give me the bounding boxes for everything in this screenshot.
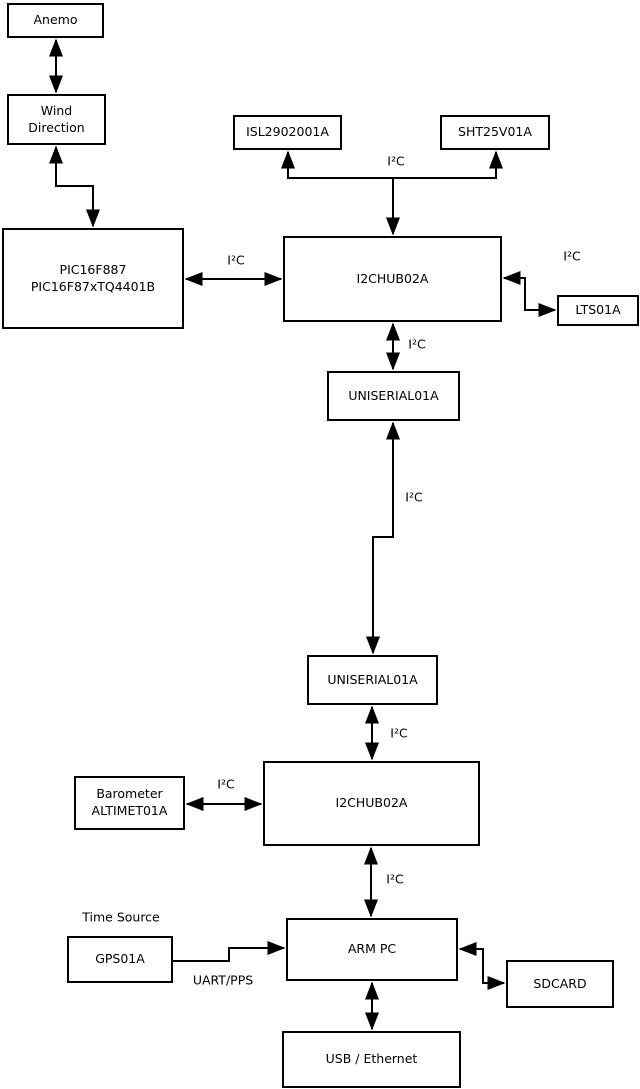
node-label: ARM PC <box>347 941 397 957</box>
label-i2c-uniserial2-hub2: I²C <box>390 725 408 741</box>
node-wind-direction: Wind Direction <box>7 94 106 145</box>
node-label: I2CHUB02A <box>356 270 429 286</box>
node-label: USB / Ethernet <box>325 1051 418 1067</box>
node-label: ISL2902001A <box>246 124 329 140</box>
node-sdcard: SDCARD <box>506 960 614 1008</box>
label-i2c-sensor-bus: I²C <box>387 153 405 169</box>
node-label: I2CHUB02A <box>335 795 408 811</box>
node-label: PIC16F87xTQ4401B <box>30 278 156 294</box>
label-i2c-hub1-uniserial1: I²C <box>408 336 426 352</box>
edge-armpc-sdcard <box>458 942 506 990</box>
node-anemo: Anemo <box>7 3 104 38</box>
node-label: PIC16F887 <box>59 261 127 277</box>
node-uniserial-2: UNISERIAL01A <box>307 655 438 705</box>
edge-i2chub1-lts <box>502 271 557 317</box>
label-uart-pps: UART/PPS <box>192 972 254 988</box>
node-pic: PIC16F887 PIC16F87xTQ4401B <box>2 228 184 329</box>
node-gps: GPS01A <box>67 936 173 983</box>
node-sht: SHT25V01A <box>440 115 550 150</box>
node-label: UNISERIAL01A <box>327 671 418 687</box>
edge-uniserial1-uniserial2 <box>366 421 400 655</box>
node-label: SDCARD <box>533 975 587 991</box>
node-label: UNISERIAL01A <box>348 387 439 403</box>
label-i2c-hub2-armpc: I²C <box>386 871 404 887</box>
node-lts: LTS01A <box>557 295 639 326</box>
node-label: Anemo <box>33 12 78 28</box>
node-arm-pc: ARM PC <box>286 918 458 981</box>
node-label: Direction <box>28 119 85 135</box>
node-uniserial-1: UNISERIAL01A <box>327 371 460 421</box>
label-time-source: Time Source <box>82 909 160 925</box>
label-i2c-lts: I²C <box>563 248 581 264</box>
edge-wind-direction-pic <box>49 145 100 228</box>
node-i2chub-1: I2CHUB02A <box>283 236 502 322</box>
node-label: Wind <box>40 102 73 118</box>
node-barometer: Barometer ALTIMET01A <box>74 776 185 830</box>
node-i2chub-2: I2CHUB02A <box>263 761 480 846</box>
node-label: Barometer <box>96 786 163 802</box>
node-usb-ethernet: USB / Ethernet <box>282 1031 461 1088</box>
label-i2c-pic-hub1: I²C <box>227 252 245 268</box>
node-label: GPS01A <box>95 951 145 967</box>
label-i2c-barometer: I²C <box>217 776 235 792</box>
node-label: ALTIMET01A <box>91 803 168 818</box>
node-isl: ISL2902001A <box>233 115 342 150</box>
node-label: LTS01A <box>575 302 621 318</box>
node-label: SHT25V01A <box>458 124 532 140</box>
edge-gps-armpc <box>173 941 286 962</box>
label-i2c-uniserial-link: I²C <box>405 489 423 505</box>
